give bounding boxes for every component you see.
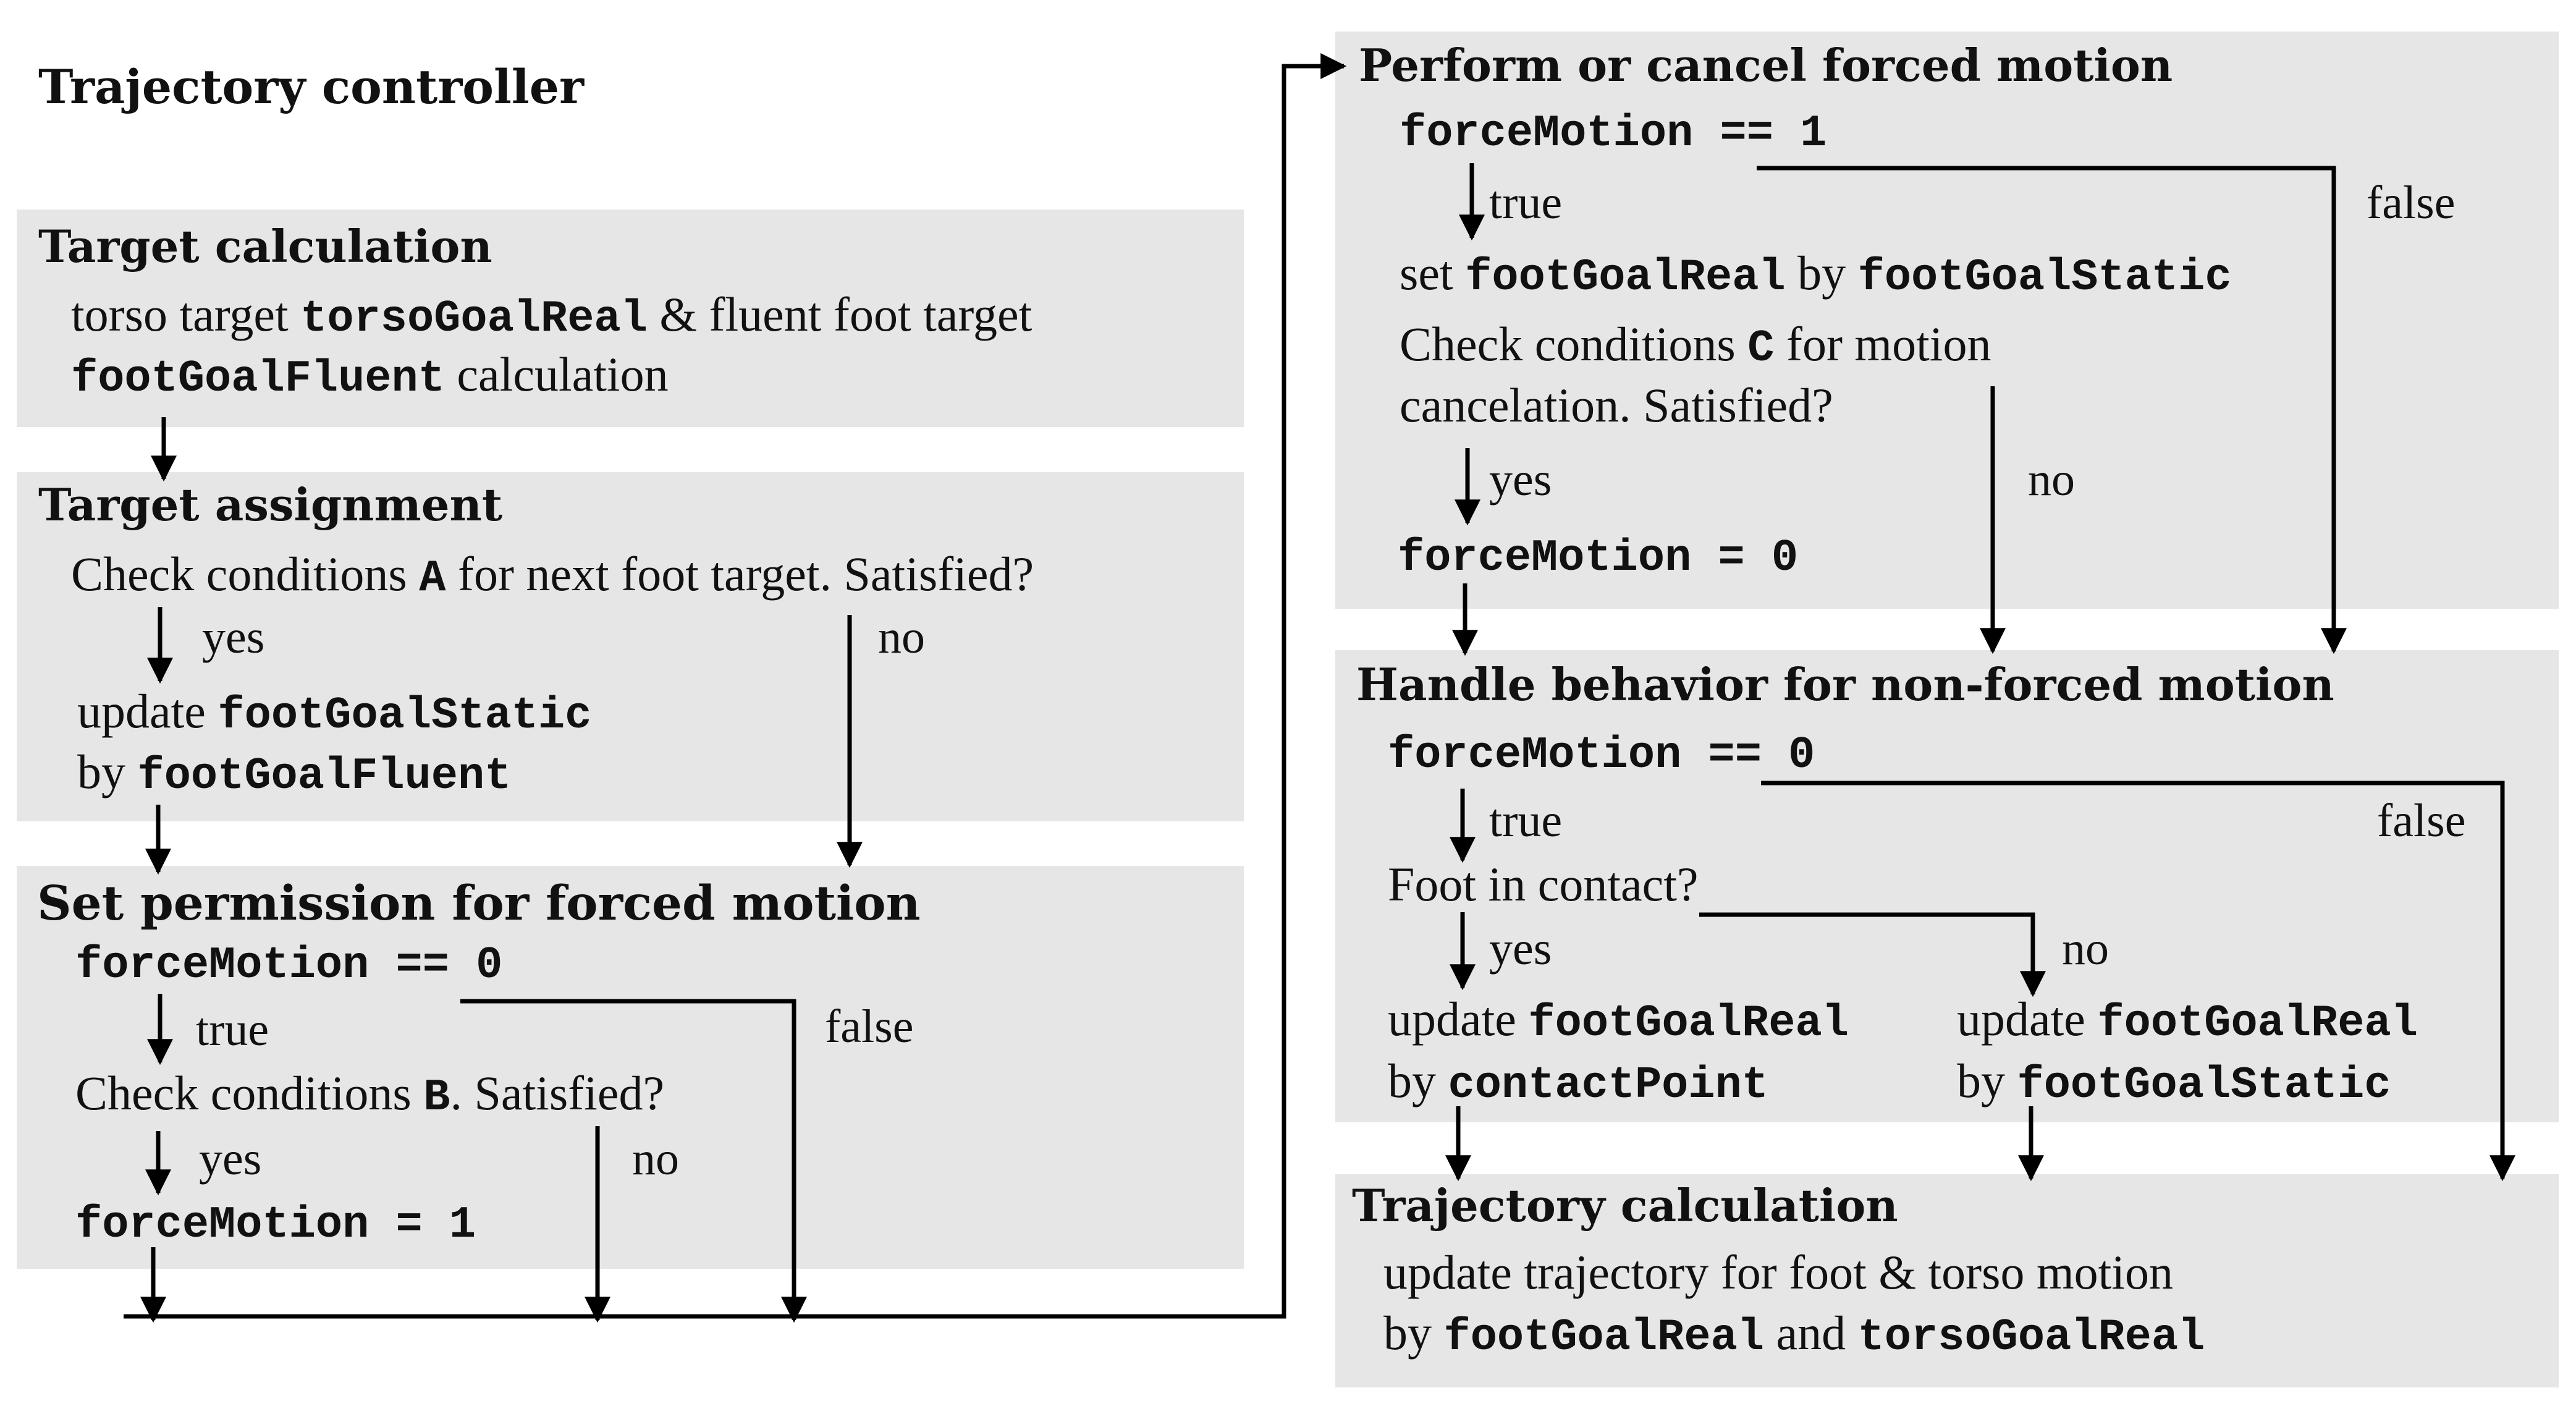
arrow-permission-false xyxy=(460,999,807,1323)
handle-behavior-box xyxy=(1335,650,2559,1122)
handle-behavior-no: no xyxy=(2062,923,2109,975)
code: footGoalReal xyxy=(2097,998,2418,1049)
code: contactPoint xyxy=(1448,1060,1768,1111)
perform-cancel-no: no xyxy=(2028,454,2075,506)
text: and xyxy=(1776,1306,1846,1360)
perform-cancel-true: true xyxy=(1489,177,1563,229)
target-assignment-check: Check conditions A for next foot target.… xyxy=(71,550,1034,601)
handle-behavior-right-update: update footGoalReal xyxy=(1957,995,2418,1046)
trajectory-calculation-line1: update trajectory for foot & torso motio… xyxy=(1383,1245,2174,1299)
code: footGoalFluent xyxy=(137,751,512,802)
target-assignment-by: by footGoalFluent xyxy=(77,745,511,799)
text: for next foot target. Satisfied? xyxy=(457,547,1034,601)
handle-behavior-yes: yes xyxy=(1489,923,1552,975)
diagram-title: Trajectory controller xyxy=(38,59,585,114)
set-permission-true: true xyxy=(196,1004,269,1056)
handle-behavior-left-by: by contactPoint xyxy=(1388,1054,1768,1108)
perform-cancel-assign: forceMotion = 0 xyxy=(1398,533,1799,583)
handle-behavior-left-update: update footGoalReal xyxy=(1388,995,1849,1046)
code: footGoalFluent xyxy=(71,354,445,404)
text: update xyxy=(1388,992,1516,1046)
text: calculation xyxy=(457,347,669,401)
code: footGoalStatic xyxy=(2017,1060,2391,1111)
code: C xyxy=(1747,323,1775,374)
text: by xyxy=(1797,246,1846,300)
code: footGoalReal xyxy=(1465,252,1786,303)
set-permission-heading: Set permission for forced motion xyxy=(37,876,921,931)
code: footGoalReal xyxy=(1443,1312,1764,1363)
perform-cancel-yes: yes xyxy=(1489,454,1552,506)
arrow-perform-false xyxy=(1757,166,2347,654)
handle-behavior-contact-q: Foot in contact? xyxy=(1388,857,1699,911)
text: by xyxy=(1957,1054,2005,1107)
code: A xyxy=(419,553,446,604)
code: torsoGoalReal xyxy=(300,294,648,344)
arrow-bus-to-perform xyxy=(124,53,1347,1319)
code: footGoalStatic xyxy=(217,690,592,741)
perform-cancel-check: Check conditions C for motion xyxy=(1400,320,1991,371)
text: by xyxy=(77,745,125,798)
handle-behavior-right-by: by footGoalStatic xyxy=(1957,1054,2391,1108)
text: . Satisfied? xyxy=(450,1066,665,1120)
text: update xyxy=(1957,992,2085,1046)
target-calculation-line1: torso target torsoGoalReal & fluent foot… xyxy=(71,287,1033,344)
perform-cancel-false: false xyxy=(2367,177,2456,229)
target-assignment-heading: Target assignment xyxy=(38,478,503,531)
text: update xyxy=(77,684,206,738)
code: footGoalStatic xyxy=(1857,252,2232,303)
perform-cancel-check-line2: cancelation. Satisfied? xyxy=(1400,378,1833,432)
code: torsoGoalReal xyxy=(1857,1312,2205,1363)
handle-behavior-false: false xyxy=(2377,795,2466,847)
code: footGoalReal xyxy=(1528,998,1849,1049)
trajectory-calculation-heading: Trajectory calculation xyxy=(1352,1179,1898,1232)
target-assignment-box xyxy=(17,472,1244,821)
trajectory-calculation-box xyxy=(1335,1174,2559,1387)
set-permission-false: false xyxy=(825,1001,914,1052)
text: for motion xyxy=(1786,317,1991,371)
text: torso target xyxy=(71,287,289,341)
target-calculation-heading: Target calculation xyxy=(38,220,492,273)
text: & fluent foot target xyxy=(659,287,1033,341)
target-calculation-box xyxy=(17,210,1244,427)
set-permission-assign: forceMotion = 1 xyxy=(75,1200,476,1250)
perform-cancel-cond: forceMotion == 1 xyxy=(1400,108,1827,159)
perform-cancel-heading: Perform or cancel forced motion xyxy=(1359,39,2173,91)
set-permission-box xyxy=(17,866,1244,1269)
text: by xyxy=(1383,1306,1432,1360)
target-calculation-line2: footGoalFluent calculation xyxy=(71,347,669,404)
text: Check conditions xyxy=(75,1066,412,1120)
set-permission-cond: forceMotion == 0 xyxy=(75,940,503,991)
text: Check conditions xyxy=(1400,317,1736,371)
target-assignment-update: update footGoalStatic xyxy=(77,684,592,741)
perform-cancel-set: set footGoalReal by footGoalStatic xyxy=(1400,249,2232,300)
arrow-contact-no xyxy=(1699,912,2046,997)
perform-cancel-box xyxy=(1335,32,2559,609)
set-permission-yes: yes xyxy=(199,1133,262,1185)
target-assignment-yes: yes xyxy=(202,611,265,663)
code: B xyxy=(423,1072,450,1123)
text: set xyxy=(1400,246,1453,300)
handle-behavior-cond: forceMotion == 0 xyxy=(1388,730,1815,781)
handle-behavior-true: true xyxy=(1489,795,1563,847)
text: Check conditions xyxy=(71,547,407,601)
handle-behavior-heading: Handle behavior for non-forced motion xyxy=(1356,658,2334,711)
trajectory-calculation-line2: by footGoalReal and torsoGoalReal xyxy=(1383,1309,2205,1360)
set-permission-no: no xyxy=(632,1133,679,1185)
text: by xyxy=(1388,1054,1436,1107)
target-assignment-no: no xyxy=(878,611,925,663)
set-permission-check: Check conditions B. Satisfied? xyxy=(75,1069,664,1120)
arrow-handle-false xyxy=(1761,781,2515,1182)
